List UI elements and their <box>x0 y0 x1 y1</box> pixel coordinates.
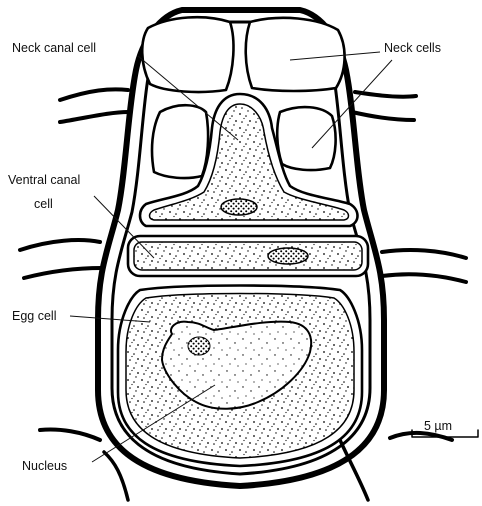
label-ventral-canal-line1: Ventral canal <box>8 173 80 187</box>
neck-cell-upper-right <box>246 18 345 91</box>
label-nucleus: Nucleus <box>22 459 67 473</box>
neck-cell-lower-left <box>152 105 208 178</box>
label-egg-cell: Egg cell <box>12 309 56 323</box>
scale-bar-label: 5 µm <box>424 419 452 433</box>
ventral-canal-cell <box>134 242 362 270</box>
label-ventral-canal-line2: cell <box>34 197 53 211</box>
neck-canal-cell-nucleus <box>221 199 257 215</box>
ventral-canal-cell-nucleus <box>268 248 308 264</box>
label-neck-cells: Neck cells <box>384 41 441 55</box>
label-neck-canal-cell: Neck canal cell <box>12 41 96 55</box>
neck-cell-lower-right <box>277 107 335 170</box>
neck-cell-upper-left <box>142 17 233 92</box>
egg-nucleolus <box>188 337 210 355</box>
